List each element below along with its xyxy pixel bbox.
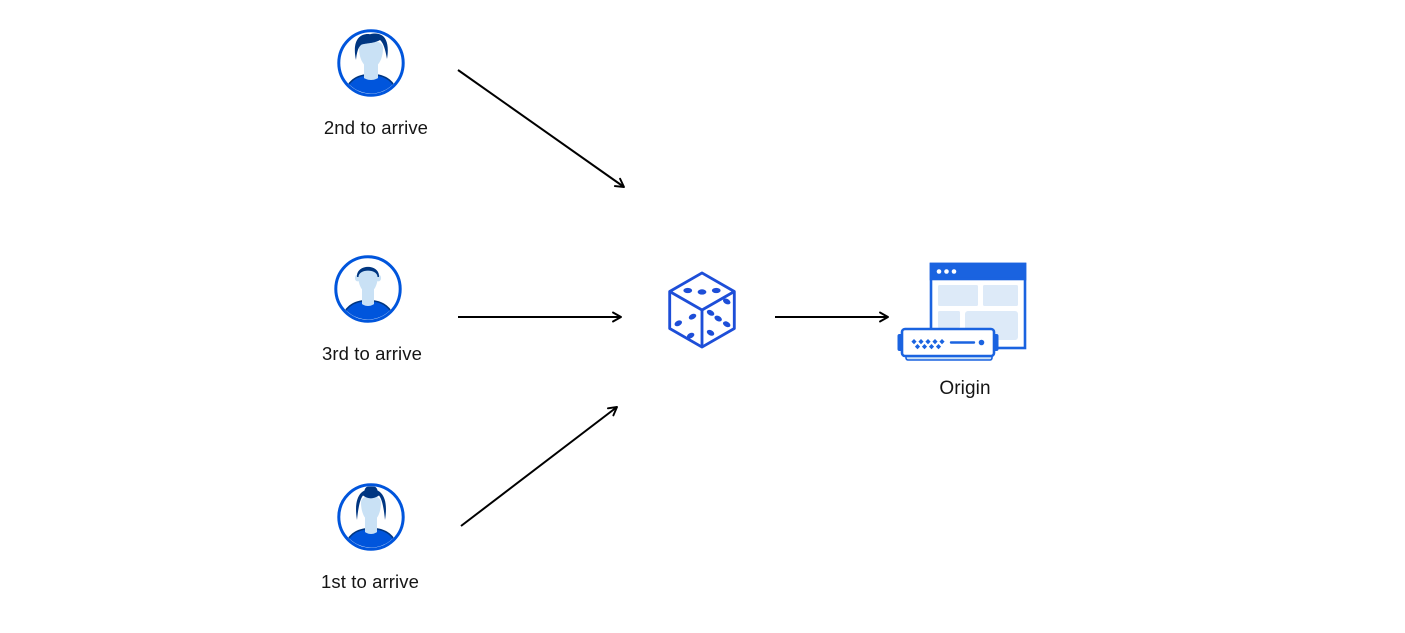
- server-icon: [897, 327, 999, 361]
- man-avatar-icon: [334, 255, 402, 323]
- first-visitor-label: 1st to arrive: [321, 571, 419, 592]
- edge-second-visitor-to-dice: [457, 69, 625, 188]
- node-first-visitor: [337, 483, 405, 551]
- edge-first-visitor-to-dice: [460, 406, 618, 527]
- dice-icon: [668, 271, 736, 349]
- second-visitor-label: 2nd to arrive: [323, 117, 429, 138]
- node-second-visitor: [337, 29, 405, 97]
- node-third-visitor: [334, 255, 402, 323]
- third-visitor-label: 3rd to arrive: [321, 343, 422, 364]
- node-origin: [894, 258, 1028, 364]
- origin-label: Origin: [939, 378, 991, 399]
- man-avatar-icon: [337, 29, 405, 97]
- woman-avatar-icon: [337, 483, 405, 551]
- origin-server-icon: [897, 262, 1027, 361]
- node-random-selector: [664, 270, 740, 350]
